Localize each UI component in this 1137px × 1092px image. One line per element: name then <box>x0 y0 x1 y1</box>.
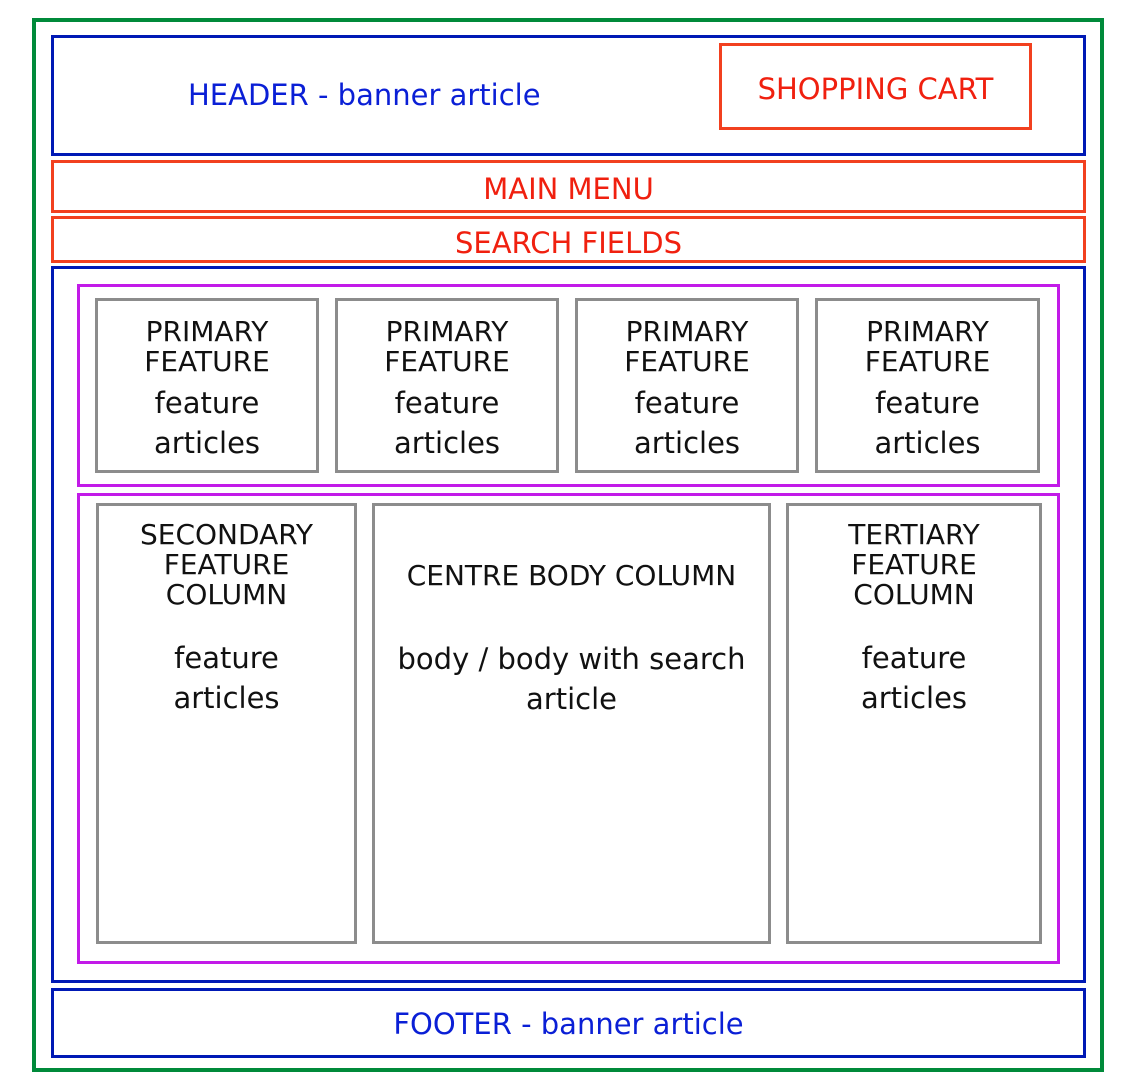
primary-title-1: PRIMARY <box>385 315 509 348</box>
secondary-title-1: SECONDARY <box>140 518 313 551</box>
tertiary-line-1: feature <box>861 641 967 675</box>
centre-line-2: article <box>526 682 617 716</box>
primary-line-1: feature <box>154 386 260 420</box>
search-fields-label: SEARCH FIELDS <box>454 226 682 260</box>
secondary-line-1: feature <box>174 641 279 675</box>
page-frame <box>32 18 1104 1072</box>
primary-line-1: feature <box>634 386 740 420</box>
primary-title-1: PRIMARY <box>145 315 269 348</box>
tertiary-line-2: articles <box>860 681 968 715</box>
footer-box: FOOTER - banner article <box>51 988 1086 1058</box>
main-menu-label: MAIN MENU <box>483 172 654 206</box>
secondary-title-2: FEATURE <box>163 548 290 581</box>
shopping-cart-label: SHOPPING CART <box>757 72 994 106</box>
secondary-line-2: articles <box>173 681 280 715</box>
primary-feature-1: PRIMARY FEATURE feature articles <box>95 298 319 473</box>
primary-line-2: articles <box>874 426 981 460</box>
centre-body-column: CENTRE BODY COLUMN body / body with sear… <box>372 503 771 944</box>
primary-feature-3: PRIMARY FEATURE feature articles <box>575 298 799 473</box>
primary-title-2: FEATURE <box>864 345 991 378</box>
primary-line-2: articles <box>633 426 741 460</box>
primary-title-1: PRIMARY <box>625 315 749 348</box>
centre-title: CENTRE BODY COLUMN <box>406 559 737 592</box>
footer-label: FOOTER - banner article <box>393 1007 744 1041</box>
shopping-cart-box: SHOPPING CART <box>719 43 1032 130</box>
search-fields-box: SEARCH FIELDS <box>51 216 1086 263</box>
primary-line-2: articles <box>153 426 261 460</box>
secondary-feature-column: SECONDARY FEATURE COLUMN feature article… <box>96 503 357 944</box>
primary-line-1: feature <box>394 386 500 420</box>
centre-line-1: body / body with search <box>397 642 746 676</box>
primary-feature-4: PRIMARY FEATURE feature articles <box>815 298 1040 473</box>
primary-feature-row <box>77 284 1060 487</box>
primary-title-2: FEATURE <box>144 345 270 378</box>
tertiary-title-3: COLUMN <box>853 578 975 611</box>
primary-feature-2: PRIMARY FEATURE feature articles <box>335 298 559 473</box>
primary-title-2: FEATURE <box>384 345 510 378</box>
tertiary-title-1: TERTIARY <box>848 518 980 551</box>
tertiary-feature-column: TERTIARY FEATURE COLUMN feature articles <box>786 503 1042 944</box>
primary-line-2: articles <box>393 426 501 460</box>
header-label: HEADER - banner article <box>188 78 541 112</box>
primary-title-1: PRIMARY <box>866 315 989 348</box>
column-row <box>77 493 1060 964</box>
primary-title-2: FEATURE <box>624 345 750 378</box>
primary-line-1: feature <box>875 386 980 420</box>
main-menu-box: MAIN MENU <box>51 160 1086 213</box>
tertiary-title-2: FEATURE <box>851 548 977 581</box>
secondary-title-3: COLUMN <box>165 578 288 611</box>
